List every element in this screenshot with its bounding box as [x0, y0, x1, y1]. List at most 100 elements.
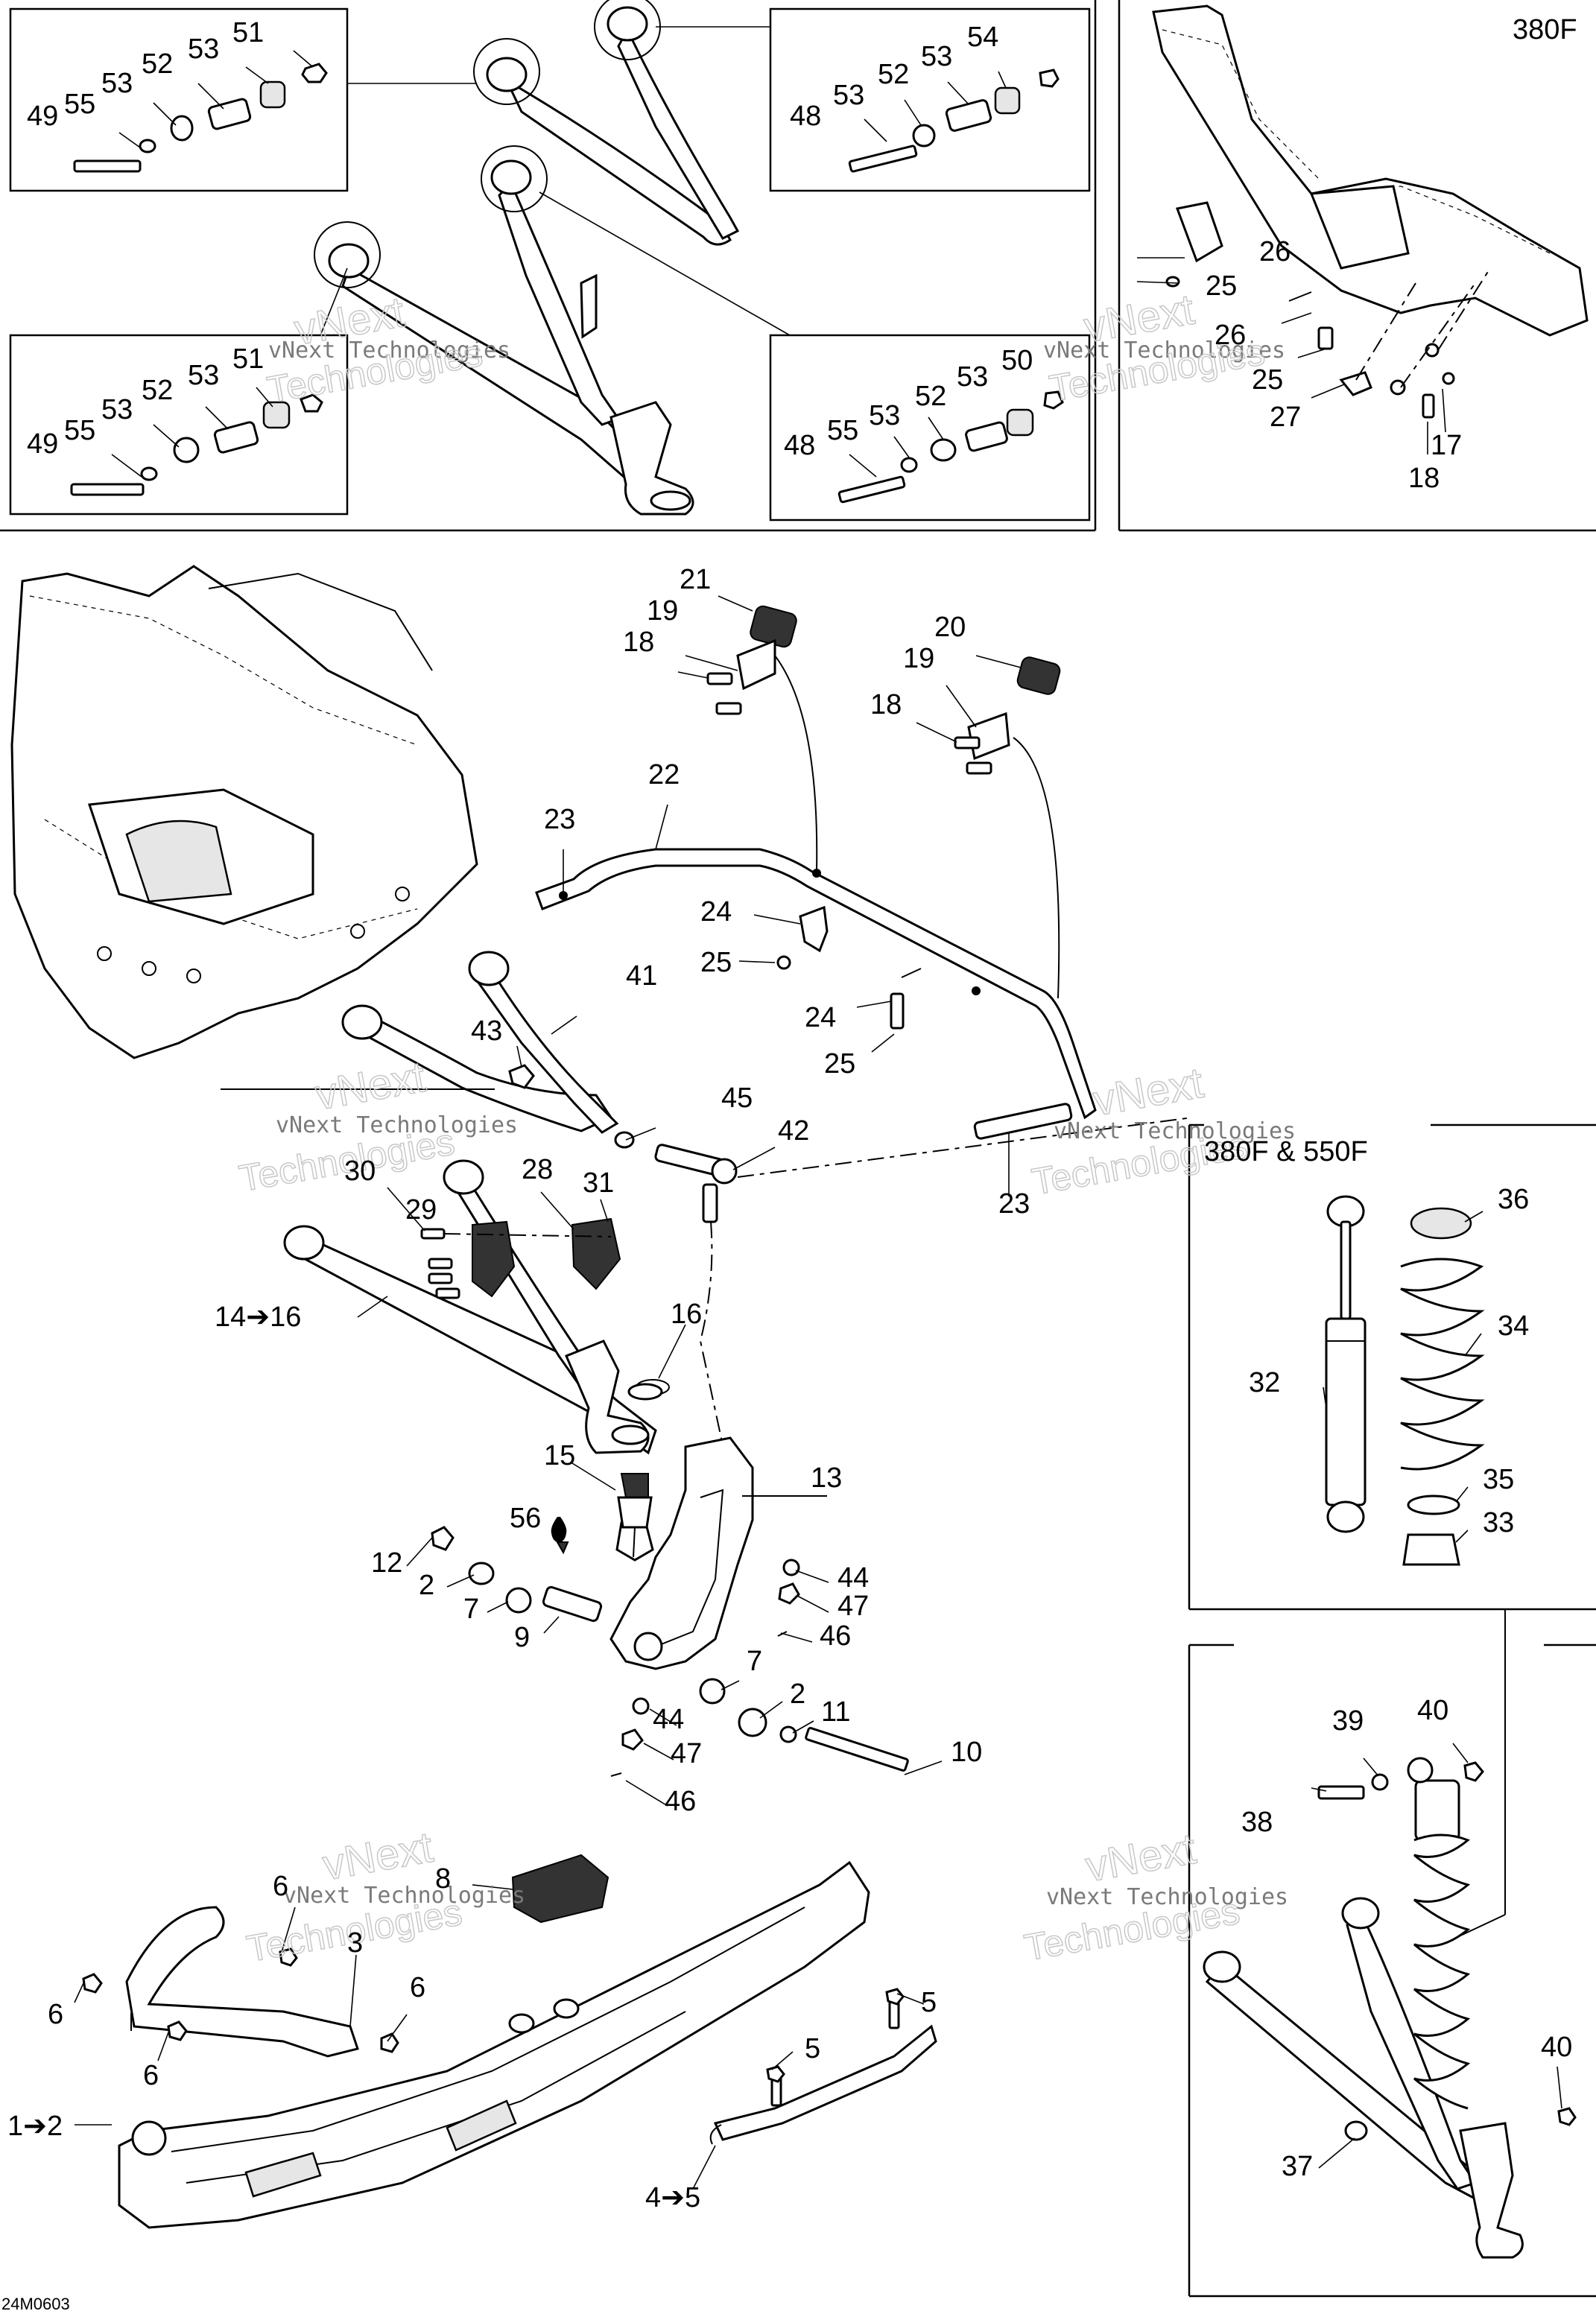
shock-mount-brackets: [420, 1217, 621, 1299]
callout-49: 29: [405, 1194, 437, 1226]
leader-lines: [74, 257, 1562, 2190]
callout-78: 38: [1241, 1807, 1273, 1838]
callout-19: 55: [827, 415, 858, 446]
inset-box-mid-right: [769, 334, 1091, 522]
inset-box-mid-left: [9, 334, 349, 516]
callout-82: 6: [273, 1871, 288, 1902]
callout-23: 50: [1001, 345, 1033, 376]
callout-12: 49: [27, 428, 58, 460]
callout-58: 2: [419, 1570, 434, 1601]
callout-4: 52: [142, 48, 173, 80]
callout-54: 15: [544, 1440, 575, 1471]
callout-90: 4➔5: [645, 2182, 700, 2213]
ski-assembly: [118, 1860, 870, 2229]
callout-46: 42: [778, 1115, 809, 1147]
callout-73: 32: [1249, 1367, 1280, 1398]
lower-a-arm-top: [314, 145, 694, 516]
callout-66: 11: [821, 1696, 850, 1728]
callout-48: 30: [344, 1156, 376, 1187]
inset-title-380f: 380F: [1513, 14, 1577, 45]
leader-lines-top: [320, 26, 791, 336]
watermark-vnext: vNext: [1082, 1825, 1199, 1892]
top-section-frame: [0, 0, 1596, 532]
callout-84: 6: [410, 1972, 425, 2003]
callout-83: 3: [347, 1927, 363, 1959]
callout-24: 26: [1259, 236, 1291, 267]
callout-10: 53: [921, 41, 952, 72]
callout-18: 48: [784, 430, 815, 461]
callout-53: 16: [671, 1299, 702, 1330]
callout-34: 20: [934, 612, 966, 643]
callout-32: 19: [647, 595, 678, 627]
callout-41: 24: [805, 1002, 836, 1033]
callout-31: 21: [680, 564, 711, 595]
callout-74: 35: [1483, 1464, 1514, 1495]
callout-8: 53: [833, 80, 864, 111]
callout-1: 49: [27, 101, 58, 132]
callout-45: 45: [721, 1082, 753, 1114]
callout-6: 51: [232, 17, 264, 48]
callout-26: 26: [1215, 320, 1246, 351]
callout-33: 18: [623, 627, 654, 658]
callout-87: 1➔2: [7, 2111, 63, 2142]
ski-handle: [82, 1906, 399, 2058]
callout-9: 52: [878, 59, 909, 90]
diagram-code: 24M0603: [1, 2295, 70, 2313]
callout-38: 23: [544, 804, 575, 835]
callout-13: 55: [64, 415, 95, 446]
shock-inset: [1188, 1123, 1596, 1611]
callout-14: 53: [101, 394, 133, 425]
callout-51: 31: [583, 1167, 614, 1199]
callout-17: 51: [232, 343, 264, 375]
callout-69: 46: [665, 1786, 696, 1817]
callout-75: 33: [1483, 1507, 1514, 1538]
watermark-vnext: vNext: [319, 1823, 436, 1890]
callout-62: 47: [837, 1591, 869, 1622]
callout-21: 52: [915, 381, 946, 412]
callout-16: 53: [188, 360, 219, 391]
ball-joint-and-spacers: [431, 1383, 909, 1777]
upper-a-arm-top: [473, 0, 740, 246]
callout-67: 44: [653, 1704, 684, 1735]
callout-57: 12: [371, 1547, 402, 1579]
inset-box-top-left: [9, 7, 349, 192]
callout-11: 54: [967, 22, 998, 53]
callout-70: 10: [951, 1737, 982, 1768]
callout-44: 43: [471, 1015, 502, 1047]
suspension-inset: [1188, 1609, 1596, 2298]
callout-47: 23: [998, 1188, 1030, 1220]
callout-55: 13: [811, 1462, 842, 1494]
callout-7: 48: [790, 101, 821, 132]
shock-absorber: [1325, 1195, 1367, 1533]
chassis-frame: [10, 565, 478, 1059]
callout-71: 36: [1498, 1184, 1529, 1215]
bolt-assembly: [73, 63, 328, 173]
watermark-line: vNext Technologies: [268, 337, 510, 364]
callout-76: 39: [1332, 1705, 1364, 1737]
callout-36: 18: [870, 689, 902, 720]
watermark-vnext: vNext: [1089, 1059, 1206, 1126]
upper-a-arm: [221, 951, 619, 1134]
callout-28: 27: [1270, 402, 1301, 433]
callout-64: 7: [747, 1646, 762, 1677]
watermark-line: vNext Technologies: [1054, 1118, 1296, 1144]
callout-35: 19: [903, 643, 934, 674]
callout-77: 40: [1417, 1695, 1448, 1726]
watermark-line: vNext Technologies: [276, 1112, 518, 1138]
callout-60: 9: [514, 1622, 530, 1653]
callout-37: 22: [648, 759, 680, 790]
callout-2: 55: [64, 89, 95, 120]
callout-29: 17: [1431, 430, 1462, 461]
callout-42: 25: [824, 1048, 855, 1080]
tie-rod: [614, 1117, 1193, 1446]
callout-86: 6: [143, 2060, 159, 2091]
watermark-line: vNext Technologies: [283, 1883, 525, 1909]
watermark-line: vNext Technologies: [1046, 1884, 1288, 1910]
callout-59: 7: [463, 1594, 479, 1625]
inset-title-380f-550f: 380F & 550F: [1204, 1136, 1368, 1167]
callout-89: 5: [805, 2033, 820, 2064]
callout-40: 25: [700, 947, 732, 978]
spindle: [609, 1436, 827, 1670]
